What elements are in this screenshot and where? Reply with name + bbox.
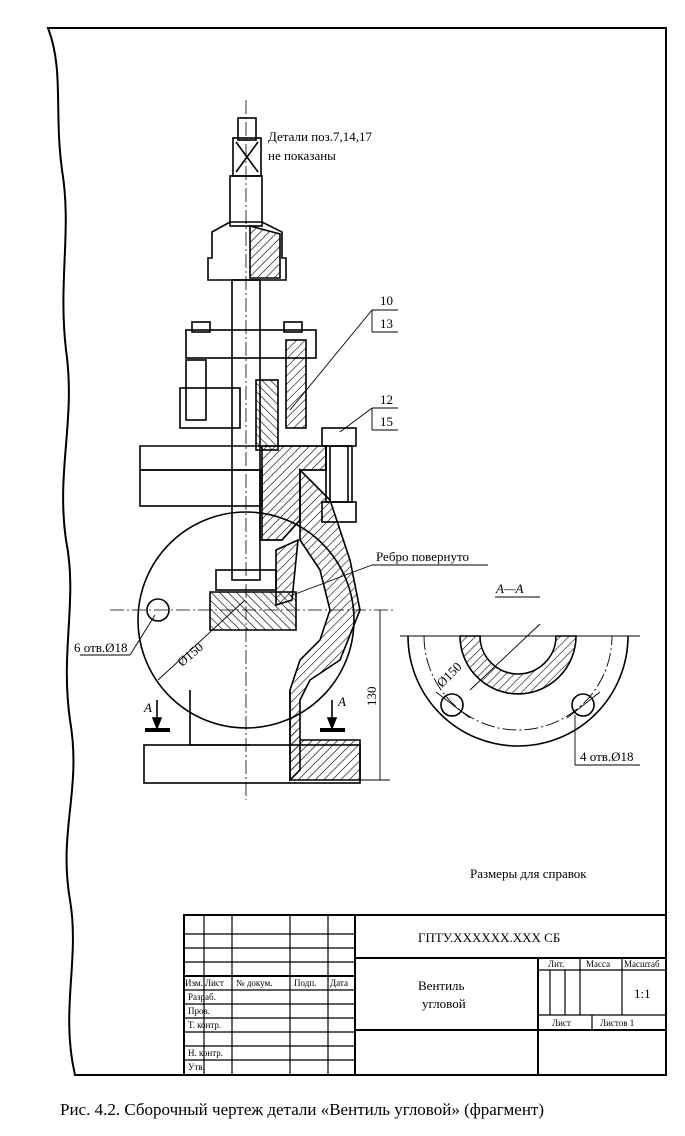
dia-150-note: Ø150: [174, 639, 206, 669]
sheet-label: Лист: [552, 1018, 571, 1028]
title-block: [183, 914, 667, 1076]
section-label: А—А: [495, 581, 524, 596]
sheets-label: Листов 1: [600, 1018, 634, 1028]
col-change: Изм.: [185, 978, 203, 988]
hidden-parts-note-1: Детали поз.7,14,17: [268, 129, 373, 144]
product-name-1: Вентиль: [418, 978, 465, 993]
dim-130-note: 130: [364, 687, 379, 707]
main-view: [80, 100, 488, 800]
sheet-frame: [46, 27, 667, 1076]
col-sheet: Лист: [205, 978, 224, 988]
col-date: Дата: [330, 978, 348, 988]
holes-4-note: 4 отв.Ø18: [580, 749, 634, 764]
designation: ГПТУ.ХХХХХХ.ХХХ СБ: [418, 930, 560, 945]
position-13: 13: [380, 316, 393, 331]
holes-6-note: 6 отв.Ø18: [74, 640, 128, 655]
scale-value: 1:1: [634, 986, 651, 1001]
col-doc: № докум.: [236, 978, 273, 988]
reference-dims-note: Размеры для справок: [470, 866, 587, 881]
lit-label: Лит.: [548, 959, 564, 969]
position-15: 15: [380, 414, 393, 429]
row-develop: Разраб.: [188, 992, 216, 1002]
position-10: 10: [380, 293, 393, 308]
rib-rotated-note: Ребро повернуто: [376, 549, 469, 564]
col-sign: Подп.: [294, 978, 316, 988]
product-name-2: угловой: [422, 996, 466, 1011]
mass-label: Масса: [586, 959, 610, 969]
scale-label: Масштаб: [624, 959, 660, 969]
cut-a-right: А: [337, 694, 346, 709]
row-tcontrol: Т. контр.: [188, 1020, 221, 1030]
figure-caption: Рис. 4.2. Сборочный чертеж детали «Венти…: [60, 1100, 545, 1119]
position-12: 12: [380, 392, 393, 407]
hidden-parts-note-2: не показаны: [268, 148, 336, 163]
dia-150-section-note: Ø150: [434, 659, 465, 690]
section-a-a: [400, 596, 640, 766]
cut-a-left: А: [143, 700, 152, 715]
row-check: Пров.: [188, 1006, 210, 1016]
row-approve: Утв.: [188, 1062, 205, 1072]
row-ncontrol: Н. контр.: [188, 1048, 223, 1058]
